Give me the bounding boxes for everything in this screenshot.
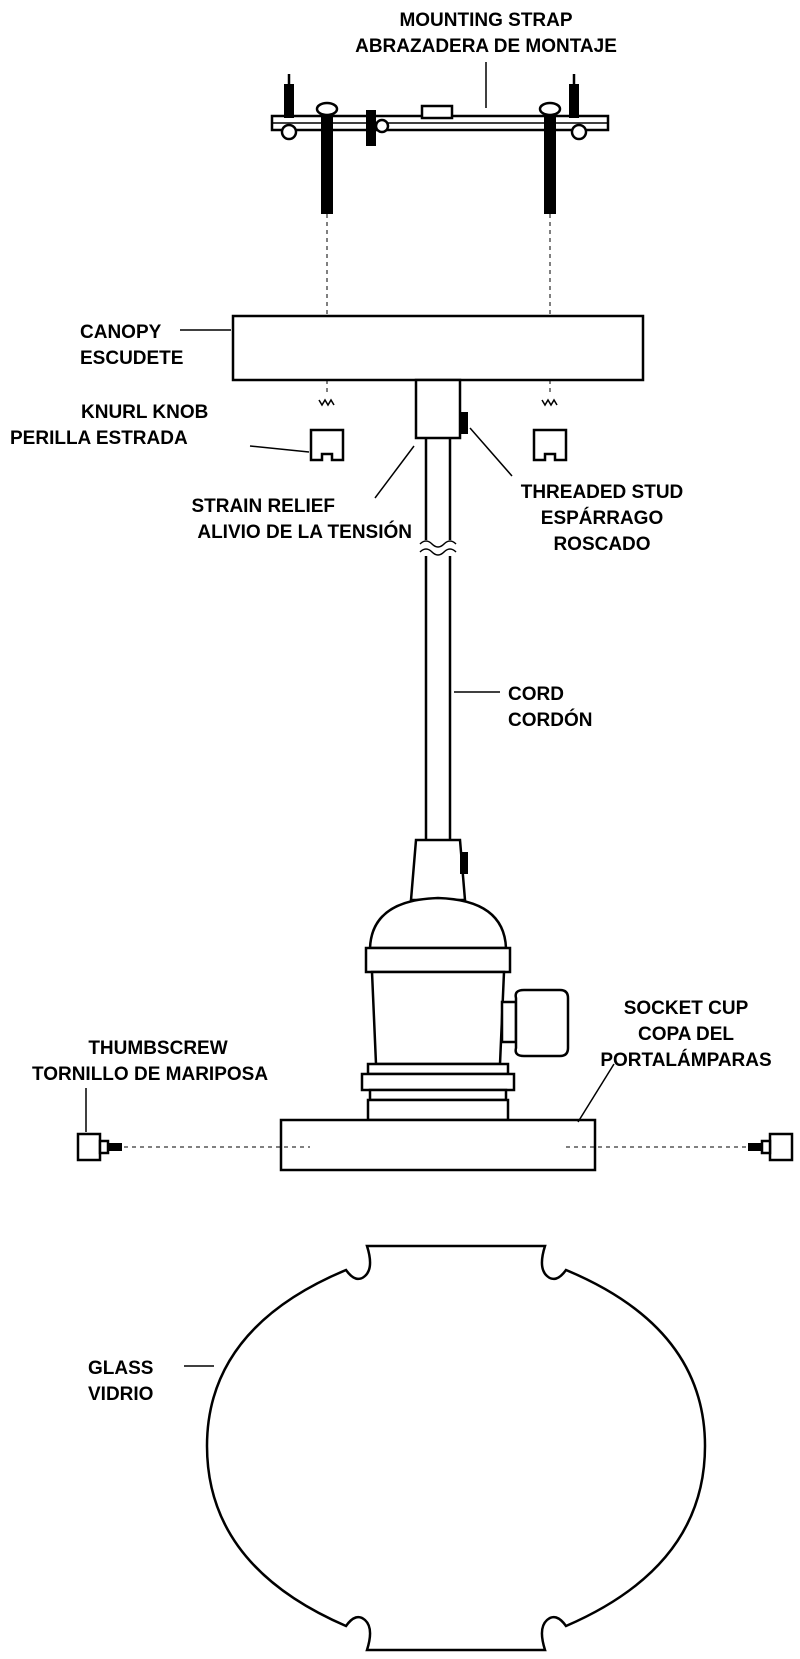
- strain-relief-top: [414, 378, 462, 440]
- socket-cup-leader: [577, 1063, 615, 1123]
- thumbscrew-label-en: THUMBSCREW: [88, 1038, 227, 1059]
- strain-relief-label-es: ALIVIO DE LA TENSIÓN: [197, 521, 412, 543]
- knurl-knob-label-es: PERILLA ESTRADA: [10, 428, 188, 449]
- socket-cup-label-en: SOCKET CUP: [624, 998, 749, 1019]
- canopy-label-es: ESCUDETE: [80, 348, 183, 369]
- thumbscrew-label-es: TORNILLO DE MARIPOSA: [32, 1064, 268, 1085]
- knurl-knob-label-en: KNURL KNOB: [81, 402, 208, 423]
- threaded-stud-top: [460, 412, 468, 434]
- mounting-strap-label-en: MOUNTING STRAP: [399, 10, 572, 31]
- knurl-knob-right: [532, 398, 568, 462]
- threaded-stud-label-es1: ESPÁRRAGO: [541, 507, 663, 529]
- glass-shade: [205, 1244, 707, 1652]
- socket-cup-label-es1: COPA DEL: [638, 1024, 734, 1045]
- cord-label-es: CORDÓN: [508, 709, 592, 731]
- canopy-label-en: CANOPY: [80, 322, 162, 343]
- knurl-knob-left: [309, 398, 345, 462]
- thumbscrew-right: [748, 1132, 794, 1162]
- threaded-stud-label-es2: ROSCADO: [553, 534, 650, 555]
- mounting-strap: [270, 62, 610, 214]
- canopy: [231, 314, 645, 382]
- socket-cup-label-es2: PORTALÁMPARAS: [600, 1049, 771, 1071]
- thumbscrew-left: [76, 1132, 122, 1162]
- cord-label-en: CORD: [508, 684, 564, 705]
- glass-label-en: GLASS: [88, 1358, 153, 1379]
- cord: [419, 438, 457, 840]
- socket: [360, 838, 570, 1122]
- glass-label-es: VIDRIO: [88, 1384, 153, 1405]
- knurl-knob-leader: [249, 445, 310, 453]
- threaded-stud-label-en: THREADED STUD: [521, 482, 684, 503]
- strain-relief-leader: [374, 445, 415, 499]
- threaded-stud-leader: [469, 427, 513, 477]
- socket-cup: [279, 1118, 597, 1172]
- strain-relief-label-en: STRAIN RELIEF: [191, 496, 335, 517]
- mounting-strap-label-es: ABRAZADERA DE MONTAJE: [355, 36, 617, 57]
